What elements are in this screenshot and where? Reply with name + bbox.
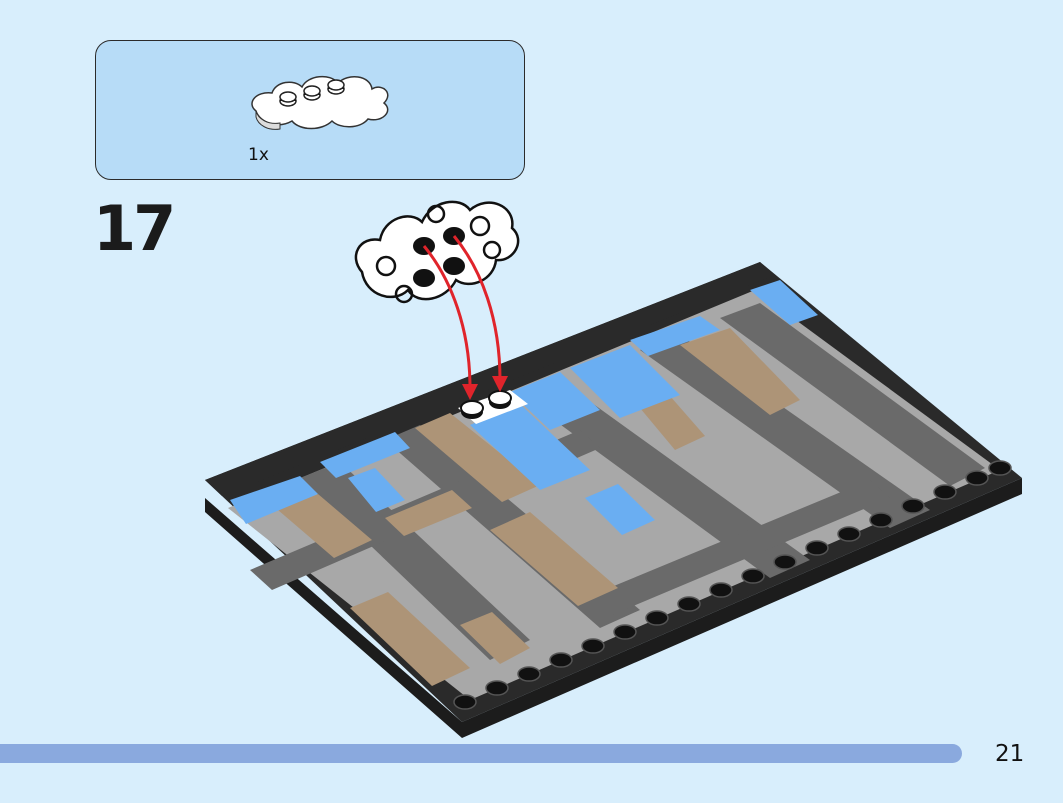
parts-callout: 1x <box>95 40 525 180</box>
part-quantity: 1x <box>248 145 269 165</box>
cloud-plate-icon <box>251 75 389 130</box>
arrow-head-left <box>462 384 478 400</box>
page-progress-bar <box>0 744 962 763</box>
step-number: 17 <box>93 192 176 265</box>
front-studs <box>453 460 1012 710</box>
placement-arrows <box>422 235 502 389</box>
target-studs <box>460 390 512 419</box>
arrow-head-right <box>492 376 508 392</box>
page-number: 21 <box>995 741 1025 767</box>
cloud-piece-icon <box>354 200 520 304</box>
